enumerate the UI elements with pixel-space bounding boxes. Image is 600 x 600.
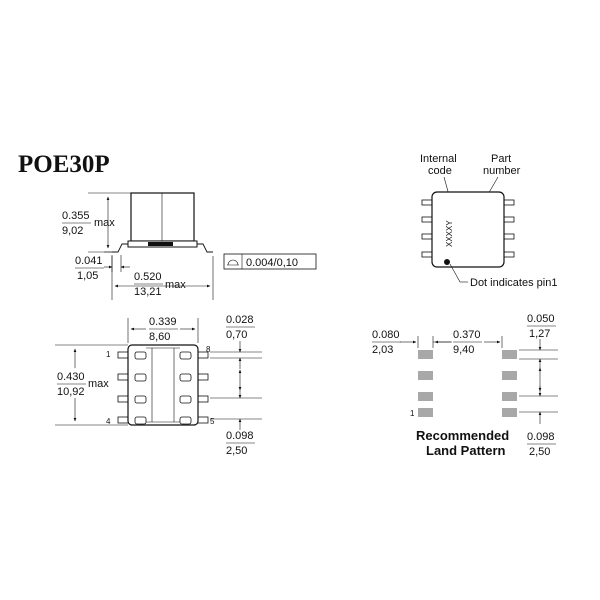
pin-width-inch: 0.028	[226, 314, 254, 326]
pin-number-4: 4	[106, 417, 111, 426]
bottom-view-body	[127, 344, 199, 426]
pin-number-1: 1	[106, 350, 111, 359]
part-title: POE30P	[18, 151, 110, 178]
land-pad	[502, 392, 517, 401]
land-pad	[418, 371, 433, 380]
standoff-mm: 1,05	[77, 270, 98, 282]
bottom-view: 0.339 8,60 1 4 5 8	[55, 314, 262, 457]
coplanarity-icon	[227, 259, 239, 266]
height-mm: 9,02	[62, 225, 83, 237]
land-pad	[418, 408, 433, 417]
land-pin-number-1: 1	[410, 409, 415, 418]
land-pattern: 1 0.080 2,03 0.370 9,40 0.050 1,27 0.098…	[372, 313, 558, 458]
pin1-dot	[444, 259, 450, 265]
pin-number-5: 5	[210, 417, 215, 426]
land-pad	[502, 371, 517, 380]
top-view-body	[431, 191, 505, 268]
internal-code-label-2: code	[428, 165, 452, 177]
land-pad	[502, 408, 517, 417]
pin-number-8: 8	[206, 345, 211, 354]
height-max: max	[94, 217, 115, 229]
land-pattern-caption-2: Land Pattern	[426, 443, 506, 458]
body-width-inch: 0.339	[149, 316, 177, 328]
height-inch: 0.355	[62, 210, 90, 222]
pad-height-inch: 0.050	[527, 313, 555, 325]
pitch-inch: 0.098	[226, 430, 254, 442]
pad-width-inch: 0.080	[372, 329, 400, 341]
pad-width-mm: 2,03	[372, 344, 393, 356]
standoff-inch: 0.041	[75, 255, 103, 267]
land-pad	[418, 392, 433, 401]
spacing-inch: 0.370	[453, 329, 481, 341]
length-mm: 13,21	[134, 286, 162, 298]
pitch-mm: 2,50	[226, 445, 247, 457]
dot-label: Dot indicates pin1	[470, 277, 557, 289]
pin-width-mm: 0,70	[226, 329, 247, 341]
body-length-mm: 10,92	[57, 386, 85, 398]
land-pitch-mm: 2,50	[529, 446, 550, 458]
body-width-mm: 8,60	[149, 331, 170, 343]
spacing-mm: 9,40	[453, 344, 474, 356]
marking-code: XXXXY	[445, 220, 454, 247]
land-pad	[502, 350, 517, 359]
length-max: max	[165, 279, 186, 291]
length-inch: 0.520	[134, 271, 162, 283]
coplanarity-box	[223, 253, 317, 270]
body-length-inch: 0.430	[57, 371, 85, 383]
part-number-label-1: Part	[491, 153, 511, 165]
land-pad	[418, 350, 433, 359]
top-view: Internal code Part number XXXXY Dot indi…	[420, 153, 557, 289]
side-view-body	[130, 192, 195, 242]
body-length-max: max	[88, 378, 109, 390]
land-pattern-caption-1: Recommended	[416, 428, 509, 443]
pad-height-mm: 1,27	[529, 328, 550, 340]
land-pitch-inch: 0.098	[527, 431, 555, 443]
internal-code-label-1: Internal	[420, 153, 457, 165]
coplanarity-value: 0.004/0,10	[246, 257, 298, 269]
part-number-label-2: number	[483, 165, 521, 177]
side-view: 0.355 9,02 max 0.041 1,05 0.520 13,21 ma…	[62, 192, 317, 300]
